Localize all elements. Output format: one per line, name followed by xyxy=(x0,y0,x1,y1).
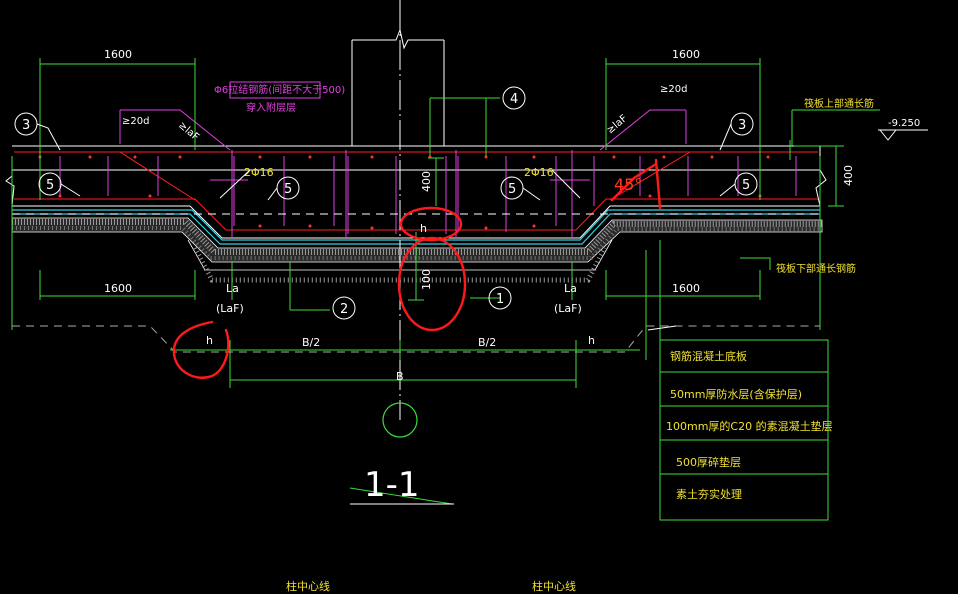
dim-bottom-left: 1600 xyxy=(104,282,132,295)
red-markups: 45° xyxy=(172,158,662,379)
svg-text:5: 5 xyxy=(508,182,516,197)
markup-slope-vertical xyxy=(654,158,662,210)
hook-right: ≥20d xyxy=(660,84,687,95)
dim-la-right: La xyxy=(564,282,577,295)
callout-5-right: 5 xyxy=(719,172,758,197)
svg-text:4: 4 xyxy=(510,92,518,107)
main-rebar xyxy=(14,151,818,231)
callout-2: 2 xyxy=(332,296,356,320)
svg-text:1: 1 xyxy=(496,292,504,307)
stirrup-note-1: Φ6拉结钢筋(间距不大于500) xyxy=(214,83,345,96)
rebar-tag-right: 2Φ16 xyxy=(524,166,554,179)
layer-table: 钢筋混凝土底板 50mm厚防水层(含保护层) 100mm厚的C20 的素混凝土垫… xyxy=(666,349,833,501)
dim-pad-center: 100 xyxy=(420,269,433,290)
dim-depth-right: 400 xyxy=(842,165,855,186)
layer-2: 50mm厚防水层(含保护层) xyxy=(670,387,802,401)
dim-laf-left: (LaF) xyxy=(216,302,244,315)
dim-la-left: La xyxy=(226,282,239,295)
dimension-lines xyxy=(11,58,880,521)
markup-circle-center-h xyxy=(399,206,463,242)
svg-text:3: 3 xyxy=(22,118,30,133)
svg-text:2: 2 xyxy=(340,302,348,317)
markup-circle-center-pad xyxy=(397,236,467,332)
elevation-label: -9.250 xyxy=(888,118,920,129)
slope-right: ≥laF xyxy=(605,113,630,136)
column-center-label-left: 柱中心线 xyxy=(286,579,330,593)
callout-3-right: 3 xyxy=(719,112,754,151)
elevation-symbol: -9.250 xyxy=(878,118,928,141)
dim-depth-center: 400 xyxy=(420,171,433,192)
dimension-texts: 1600 1600 1600 1600 400 400 100 La (LaF)… xyxy=(104,48,855,383)
stirrup-note-2: 穿入附层层 xyxy=(246,101,296,114)
layer-3: 100mm厚的C20 的素混凝土垫层 xyxy=(666,419,833,433)
grade-hatch xyxy=(647,325,677,331)
markup-slope-line xyxy=(610,162,658,202)
dim-h-right: h xyxy=(588,334,595,347)
hook-left: ≥20d xyxy=(122,116,149,127)
dim-top-right: 1600 xyxy=(672,48,700,61)
dim-h-center: h xyxy=(420,222,427,235)
callout-5-center-left: 5 xyxy=(267,176,300,201)
svg-text:5: 5 xyxy=(284,182,292,197)
markup-angle-text: 45° xyxy=(614,175,642,194)
dim-laf-right: (LaF) xyxy=(554,302,582,315)
layer-1: 钢筋混凝土底板 xyxy=(670,349,747,363)
svg-text:3: 3 xyxy=(738,118,746,133)
callout-1: 1 xyxy=(488,286,512,310)
dim-h-left: h xyxy=(206,334,213,347)
markup-circle-h-left xyxy=(172,320,230,379)
column-stub xyxy=(351,0,445,420)
callout-5-left: 5 xyxy=(38,172,81,197)
top-bar-note: 筏板上部通长筋 xyxy=(804,97,874,110)
callout-5-center-right: 5 xyxy=(500,176,541,201)
rebar-tag-left: 2Φ16 xyxy=(244,166,274,179)
dim-half-left: B/2 xyxy=(302,336,320,349)
dim-half-right: B/2 xyxy=(478,336,496,349)
dim-top-left: 1600 xyxy=(104,48,132,61)
dim-full: B xyxy=(396,370,404,383)
gravel-bed xyxy=(11,217,823,283)
callout-3-left: 3 xyxy=(14,112,61,151)
layer-5: 素土夯实处理 xyxy=(676,487,742,501)
grade-lines xyxy=(12,325,820,353)
layer-4: 500厚碎垫层 xyxy=(676,455,741,469)
svg-text:5: 5 xyxy=(46,178,54,193)
section-title: 1-1 xyxy=(364,465,420,505)
column-center-label-right: 柱中心线 xyxy=(532,579,576,593)
callout-4: 4 xyxy=(502,86,526,110)
callouts: 3 5 5 4 5 3 5 2 xyxy=(14,86,758,320)
waterproof-line xyxy=(12,209,820,241)
dim-bottom-right: 1600 xyxy=(672,282,700,295)
axis-marker xyxy=(382,402,418,438)
rebar-dots xyxy=(38,155,770,230)
bottom-bar-note: 筏板下部通长钢筋 xyxy=(776,262,856,275)
svg-text:5: 5 xyxy=(742,178,750,193)
